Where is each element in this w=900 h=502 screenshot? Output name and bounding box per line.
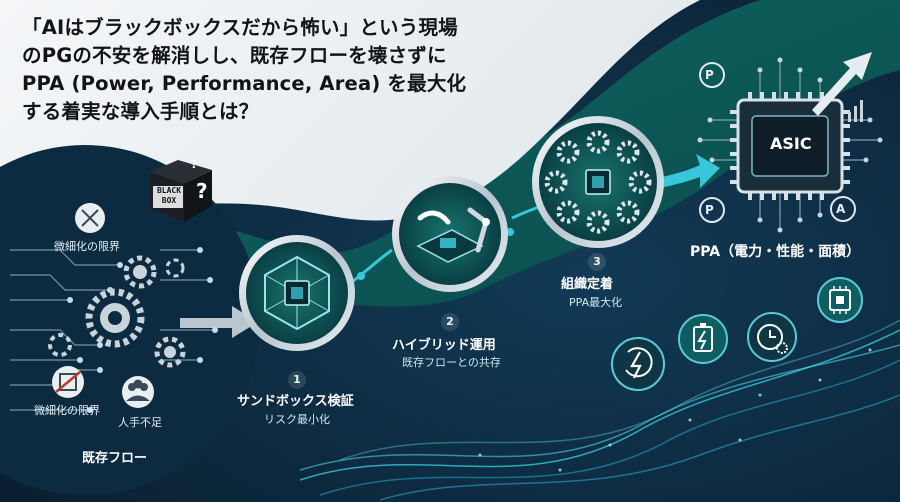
- battery-icon: [678, 314, 728, 364]
- step-3-number: 3: [588, 253, 606, 271]
- black-box-label: BLACK BOX: [156, 186, 182, 205]
- flow-arrow: [180, 306, 258, 338]
- chip-small-icon: [817, 277, 863, 323]
- black-box-icon: ? ?: [150, 158, 212, 222]
- headline-line-4: する着実な導入手順とは？: [22, 100, 259, 123]
- svg-text:?: ?: [196, 179, 208, 203]
- ppa-badges: [699, 62, 856, 223]
- headline-line-3: PPA (Power, Performance, Area) を最大化: [22, 72, 467, 95]
- issue-staff-label: 人手不足: [118, 416, 162, 429]
- step-3-circle: [532, 116, 664, 248]
- hand-icon: [417, 210, 451, 225]
- scaling-limit-bottom-icon: [52, 366, 84, 398]
- step-2-circle: [392, 176, 508, 292]
- asic-chip-label: ASIC: [770, 134, 812, 153]
- step-1-title: サンドボックス検証: [237, 394, 354, 409]
- people-icon: [122, 376, 154, 408]
- bar-chart-icon: [848, 100, 863, 122]
- clock-icon: [747, 312, 797, 362]
- headline-line-2: のPGの不安を解消しし、既存フローを壊さずに: [22, 44, 447, 67]
- step-2-title: ハイブリッド運用: [392, 338, 496, 353]
- step-2-subtitle: 既存フローとの共存: [402, 356, 501, 369]
- gear-icon: [48, 255, 186, 368]
- step-1-number: 1: [288, 371, 306, 389]
- headline: 「AIはブラックボックスだから怖い」という現場 のPGの不安を解消しし、既存フロ…: [22, 14, 542, 126]
- goal-arrow: [650, 154, 720, 190]
- svg-text:?: ?: [191, 158, 197, 171]
- goal-caption: PPA（電力・性能・面積）: [690, 244, 861, 260]
- badge-a: A: [836, 202, 846, 216]
- step-1-subtitle: リスク最小化: [264, 413, 330, 426]
- step-3-title: 組織定着: [561, 277, 614, 292]
- power-cycle-icon: [611, 337, 665, 391]
- step-1-circle: [239, 235, 355, 351]
- current-flow-title: 既存フロー: [82, 451, 148, 466]
- issue-bottom-label: 微細化の限界: [34, 404, 100, 417]
- issue-top-label: 微細化の限界: [54, 240, 120, 253]
- asic-chip-icon: [730, 92, 850, 200]
- badge-p1: P: [705, 68, 714, 82]
- step-2-number: 2: [441, 313, 459, 331]
- badge-p2: P: [705, 203, 714, 217]
- scaling-limit-top-icon: [75, 203, 105, 233]
- step-3-subtitle: PPA最大化: [569, 296, 623, 309]
- headline-line-1: 「AIはブラックボックスだから怖い」という現場: [22, 16, 458, 39]
- arrow-up-icon: [812, 52, 872, 116]
